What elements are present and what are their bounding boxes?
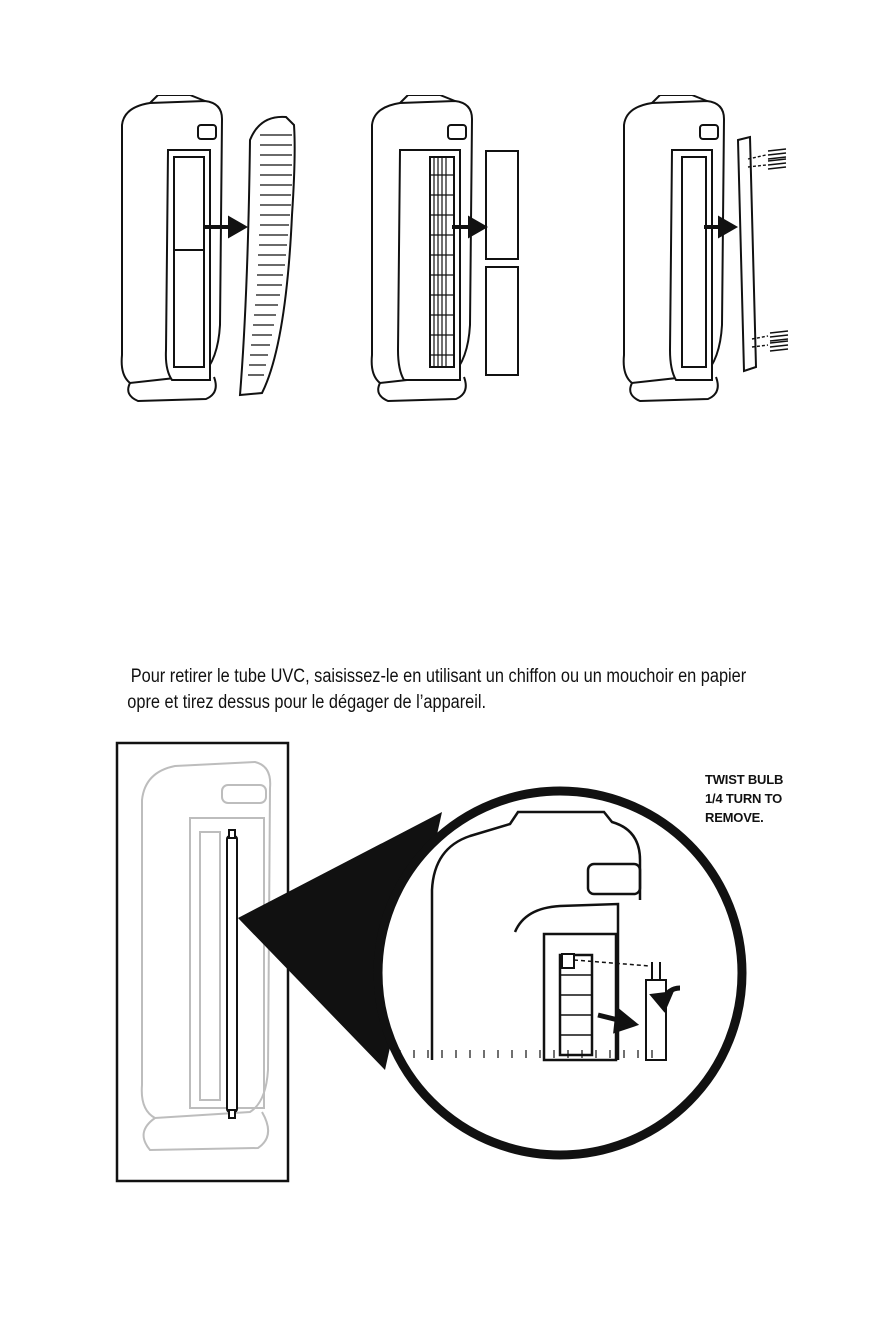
callout-line-3: REMOVE.: [705, 808, 825, 827]
step-2-remove-filters-illustration: [360, 95, 540, 415]
instruction-line-2: opre et tirez dessus pour le dégager de …: [127, 690, 486, 716]
step-3-remove-panel-screws-illustration: [612, 95, 812, 415]
uvc-removal-instructions: Pour retirer le tube UVC, saisissez-le e…: [0, 662, 764, 718]
twist-bulb-callout: TWIST BULB 1/4 TURN TO REMOVE.: [705, 770, 825, 827]
instruction-line-1: Pour retirer le tube UVC, saisissez-le e…: [131, 664, 747, 690]
callout-line-2: 1/4 TURN TO: [705, 789, 825, 808]
step-1-remove-grille-illustration: [110, 95, 320, 415]
callout-line-1: TWIST BULB: [705, 770, 825, 789]
